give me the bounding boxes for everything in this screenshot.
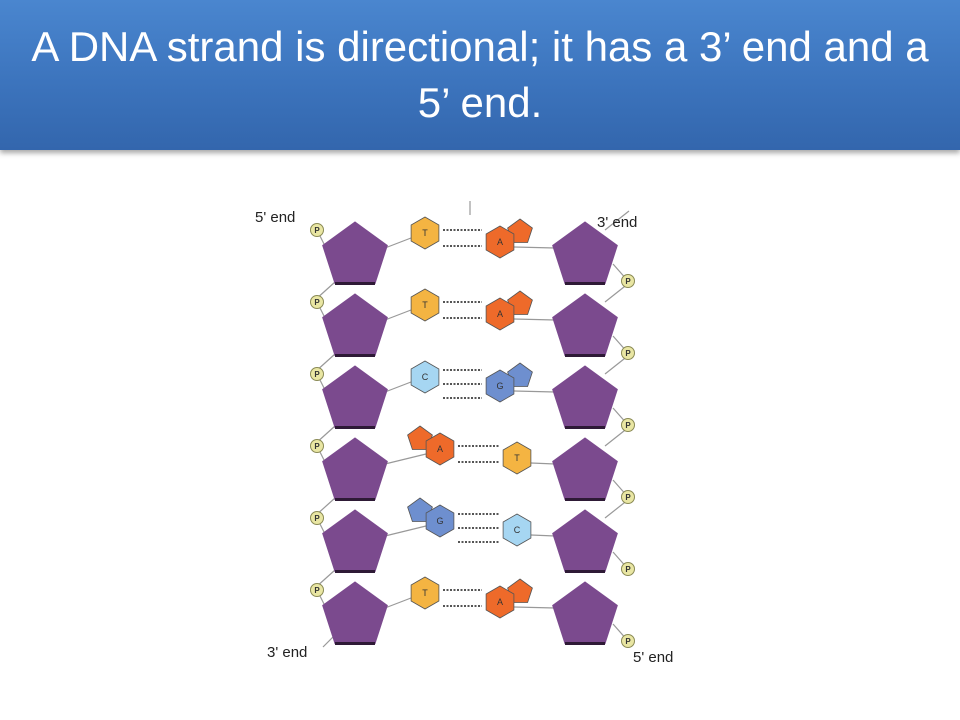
pair-5-left-glyco — [384, 525, 427, 537]
pair-4-right-base — [502, 441, 532, 475]
pair-3-right-base-label: G — [496, 381, 503, 391]
pair-1-left-base-label: T — [422, 228, 428, 238]
pair-6-right-phosphate-label: P — [625, 637, 631, 646]
end-label-top-right: 3' end — [597, 214, 637, 231]
pair-2-right-sugar — [552, 293, 618, 356]
pair-6-right-base-label: A — [497, 597, 503, 607]
pair-5-right-base-label: C — [514, 525, 521, 535]
pair-6-right-base — [485, 585, 515, 619]
pair-1-right-base — [485, 225, 515, 259]
pair-5-left-base — [425, 504, 455, 538]
pair-1-right-glyco — [513, 246, 556, 249]
pair-2-right-base-label: A — [497, 309, 503, 319]
pair-2-left-phosphate-label: P — [314, 298, 320, 307]
end-label-bottom-right: 5' end — [633, 649, 673, 666]
pair-1-left-base — [410, 216, 440, 250]
pair-5-left-base-label: G — [436, 516, 443, 526]
pair-3-right-phosphate-label: P — [625, 421, 631, 430]
pair-1-right-phosphate — [621, 274, 635, 288]
title-bar: A DNA strand is directional; it has a 3’… — [0, 0, 960, 150]
pair-1-right-sugar — [552, 221, 618, 284]
pair-6-left-base — [410, 576, 440, 610]
pair-3-left-glyco — [384, 381, 412, 393]
pair-6-right-sugar — [552, 581, 618, 644]
pair-5-left-phosphate-label: P — [314, 514, 320, 523]
pair-2-right-phosphate — [621, 346, 635, 360]
pair-4-left-phosphate — [310, 439, 324, 453]
pair-2-left-base-label: T — [422, 300, 428, 310]
pair-1-right-phosphate-label: P — [625, 277, 631, 286]
pair-3-left-sugar — [322, 365, 388, 428]
pair-4-right-phosphate — [621, 490, 635, 504]
pair-3-left-phosphate — [310, 367, 324, 381]
pair-5-right-sugar — [552, 509, 618, 572]
pair-4-left-base-label: A — [437, 444, 443, 454]
pair-5-left-phosphate — [310, 511, 324, 525]
pair-6-left-phosphate-label: P — [314, 586, 320, 595]
pair-4-right-phosphate-label: P — [625, 493, 631, 502]
pair-3-right-sugar — [552, 365, 618, 428]
pair-3-left-base-label: C — [422, 372, 429, 382]
pair-2-left-glyco — [384, 309, 412, 321]
pair-1-left-phosphate — [310, 223, 324, 237]
pair-2-left-phosphate — [310, 295, 324, 309]
pair-4-right-sugar — [552, 437, 618, 500]
dna-diagram: P P T A P P T A P P C G P P A T P P G C P P T A 5' end 3' end 3… — [255, 201, 673, 666]
pair-2-left-sugar — [322, 293, 388, 356]
pair-6-right-glyco — [513, 606, 556, 609]
end-label-bottom-left: 3' end — [267, 644, 307, 661]
pair-4-right-glyco — [530, 462, 556, 465]
pair-5-right-phosphate-label: P — [625, 565, 631, 574]
pair-3-left-base — [410, 360, 440, 394]
pair-6-left-base-label: T — [422, 588, 428, 598]
pair-2-left-base — [410, 288, 440, 322]
slide-title: A DNA strand is directional; it has a 3’… — [31, 23, 929, 126]
pair-4-right-base-label: T — [514, 453, 520, 463]
pair-5-right-glyco — [530, 534, 556, 537]
pair-1-right-base-label: A — [497, 237, 503, 247]
pair-2-right-base — [485, 297, 515, 331]
pair-6-left-sugar — [322, 581, 388, 644]
pair-6-right-phosphate — [621, 634, 635, 648]
pair-3-left-phosphate-label: P — [314, 370, 320, 379]
pair-3-right-phosphate — [621, 418, 635, 432]
pair-5-right-base — [502, 513, 532, 547]
pair-5-right-phosphate — [621, 562, 635, 576]
pair-2-right-phosphate-label: P — [625, 349, 631, 358]
pair-4-left-glyco — [384, 453, 427, 465]
pair-3-right-glyco — [513, 390, 556, 393]
pair-4-left-phosphate-label: P — [314, 442, 320, 451]
pair-5-left-sugar — [322, 509, 388, 572]
pair-3-right-base — [485, 369, 515, 403]
pair-6-left-glyco — [384, 597, 412, 609]
pair-4-left-base — [425, 432, 455, 466]
end-label-top-left: 5' end — [255, 209, 295, 226]
pair-4-left-sugar — [322, 437, 388, 500]
pair-2-right-glyco — [513, 318, 556, 321]
pair-1-left-glyco — [384, 237, 412, 249]
pair-6-left-phosphate — [310, 583, 324, 597]
pair-1-left-sugar — [322, 221, 388, 284]
pair-1-right-up — [604, 210, 630, 231]
pair-1-left-phosphate-label: P — [314, 226, 320, 235]
